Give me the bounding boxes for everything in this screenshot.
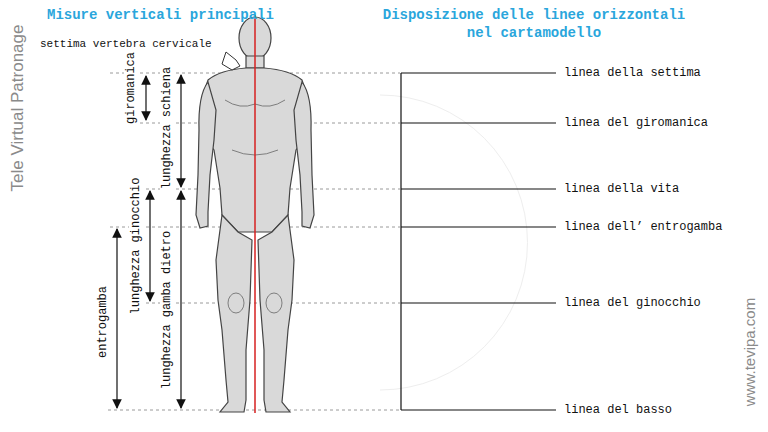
pattern-line-label: linea del ginocchio xyxy=(562,295,703,311)
decor-arc xyxy=(380,95,528,390)
pattern-line-label: linea dell’ entrogamba xyxy=(562,219,724,235)
measure-arrow xyxy=(180,191,181,408)
knee xyxy=(228,293,244,313)
pattern-line-label: linea del giromanica xyxy=(562,115,710,131)
pattern-line-label: linea della vita xyxy=(562,181,681,197)
measure-arrow xyxy=(149,191,150,301)
left-arm xyxy=(196,82,216,228)
right-arm xyxy=(294,82,314,228)
pointing-hand xyxy=(222,52,240,70)
measure-label: lunghezza ginocchio xyxy=(129,175,143,318)
measure-label: lunghezza schiena xyxy=(160,64,174,192)
pattern-line-label: linea della settima xyxy=(562,65,703,81)
measure-label: giromanica xyxy=(124,49,138,127)
measure-arrow xyxy=(116,229,117,408)
section-heading: Misure verticali principali xyxy=(47,6,274,24)
watermark: Tele Virtual Patronage xyxy=(8,25,28,192)
pattern-line xyxy=(401,188,556,189)
right-leg xyxy=(258,215,294,412)
measure-label: lunghezza gamba dietro xyxy=(160,228,174,392)
pattern-line xyxy=(401,226,556,227)
pattern-line xyxy=(401,122,556,123)
pattern-line xyxy=(401,409,556,410)
watermark: www.tevipa.com xyxy=(741,298,758,406)
section-heading: Disposizione delle linee orizzontali nel… xyxy=(376,6,692,42)
measure-arrow xyxy=(180,75,181,187)
pattern-line xyxy=(401,302,556,303)
pattern-lines xyxy=(401,73,556,410)
measure-arrow xyxy=(145,76,146,120)
pattern-line xyxy=(401,72,556,73)
left-leg xyxy=(216,215,252,412)
knee xyxy=(266,293,282,313)
center-line xyxy=(254,15,256,413)
measure-label: entrogamba xyxy=(96,283,110,361)
pattern-line-label: linea del basso xyxy=(562,402,674,418)
guide-line xyxy=(108,410,400,411)
